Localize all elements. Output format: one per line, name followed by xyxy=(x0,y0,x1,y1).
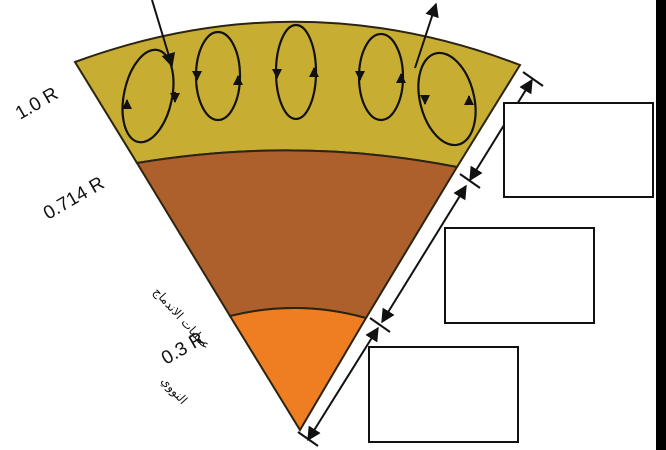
radiative-zone xyxy=(137,150,457,318)
tick-upper xyxy=(460,174,480,188)
core-caption-line2: النووي xyxy=(158,374,191,408)
radius-label-outer: 1.0 R xyxy=(12,83,62,124)
image-border xyxy=(656,0,666,450)
radius-label-middle: 0.714 R xyxy=(40,173,108,224)
tick-bottom xyxy=(298,432,318,446)
tick-lower xyxy=(370,318,390,332)
blank-label-box-core[interactable] xyxy=(368,346,519,443)
blank-label-box-convection[interactable] xyxy=(503,102,654,198)
blank-label-box-radiation[interactable] xyxy=(444,227,595,324)
tick-top xyxy=(523,72,543,86)
core-zone xyxy=(230,308,366,430)
